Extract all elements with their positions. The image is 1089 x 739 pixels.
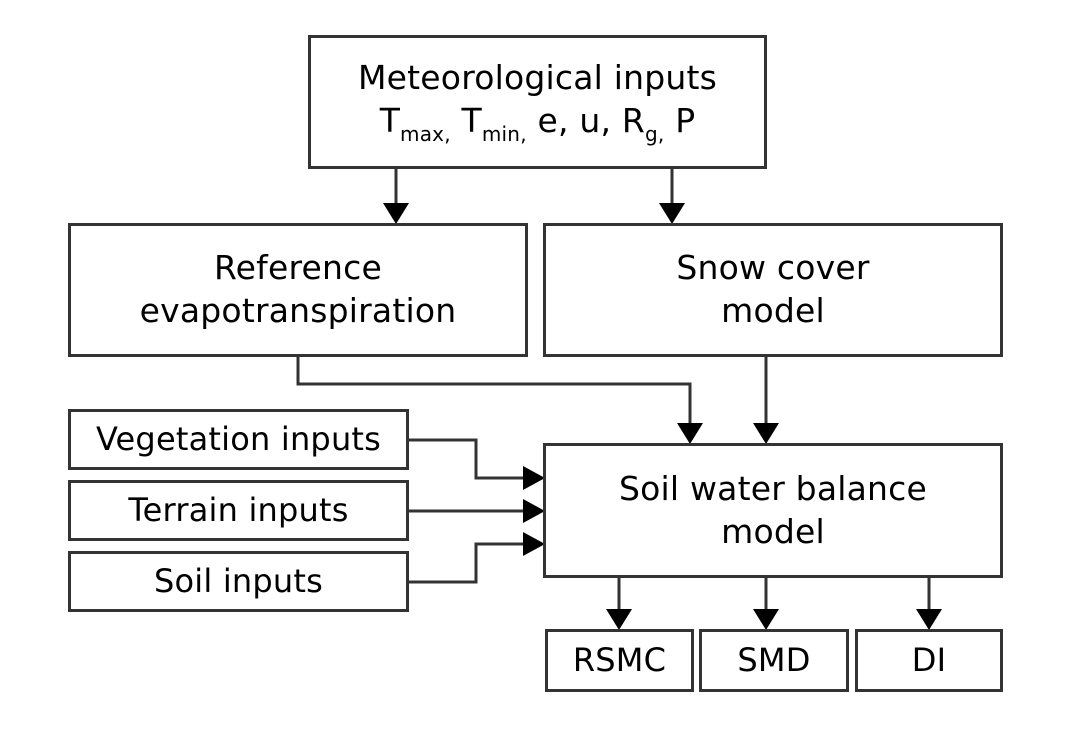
arrowhead bbox=[753, 423, 779, 444]
vegetation-inputs-box: Vegetation inputs bbox=[68, 409, 409, 470]
rsmc-label: RSMC bbox=[572, 640, 667, 679]
met-variable: e, bbox=[537, 100, 580, 140]
smd-label: SMD bbox=[737, 640, 811, 679]
met-variable: P bbox=[675, 100, 696, 140]
met-variable: Tmin, bbox=[461, 100, 527, 146]
met-variable-subscript: g bbox=[645, 121, 658, 146]
meteorological-inputs-box: Meteorological inputs Tmax, Tmin, e, u, … bbox=[308, 35, 767, 169]
arrowhead bbox=[523, 532, 545, 556]
snow-line1: Snow cover bbox=[676, 248, 870, 288]
smd-output-box: SMD bbox=[699, 629, 849, 692]
di-output-box: DI bbox=[855, 629, 1003, 692]
met-variable: Rg, bbox=[621, 100, 665, 146]
met-variable: Tmax, bbox=[379, 100, 451, 146]
arrowhead bbox=[606, 609, 632, 630]
arrowhead bbox=[523, 499, 545, 523]
arrowhead bbox=[659, 203, 685, 224]
arrowhead bbox=[677, 423, 703, 444]
soil-inputs-box: Soil inputs bbox=[68, 551, 409, 612]
arrowhead bbox=[753, 609, 779, 630]
snow-cover-model-box: Snow cover model bbox=[543, 223, 1003, 357]
rsmc-output-box: RSMC bbox=[545, 629, 694, 692]
met-variables: Tmax, Tmin, e, u, Rg, P bbox=[380, 100, 696, 147]
di-label: DI bbox=[911, 640, 947, 679]
edge-refet-to-swb bbox=[296, 356, 692, 424]
reference-evapotranspiration-box: Reference evapotranspiration bbox=[68, 223, 528, 357]
swb-line1: Soil water balance bbox=[619, 468, 927, 508]
arrowhead bbox=[523, 466, 545, 490]
snow-line2: model bbox=[721, 291, 825, 330]
soil-label: Soil inputs bbox=[153, 561, 324, 600]
swb-line2: model bbox=[721, 511, 825, 551]
met-title: Meteorological inputs bbox=[357, 58, 717, 98]
arrowhead bbox=[383, 203, 409, 224]
refet-line2: evapotranspiration bbox=[139, 291, 457, 330]
refet-line1: Reference bbox=[214, 248, 382, 288]
met-variable: u, bbox=[579, 100, 622, 140]
terrain-inputs-box: Terrain inputs bbox=[68, 480, 409, 541]
edge-soil-to-swb bbox=[408, 542, 524, 584]
edge-veg-to-swb bbox=[408, 438, 524, 480]
met-variable-subscript: max bbox=[400, 121, 445, 146]
met-variable-subscript: min bbox=[481, 121, 521, 146]
terrain-label: Terrain inputs bbox=[128, 490, 349, 529]
veg-label: Vegetation inputs bbox=[95, 419, 382, 458]
arrowhead bbox=[916, 609, 942, 630]
soil-water-balance-model-box: Soil water balance model bbox=[543, 443, 1003, 578]
